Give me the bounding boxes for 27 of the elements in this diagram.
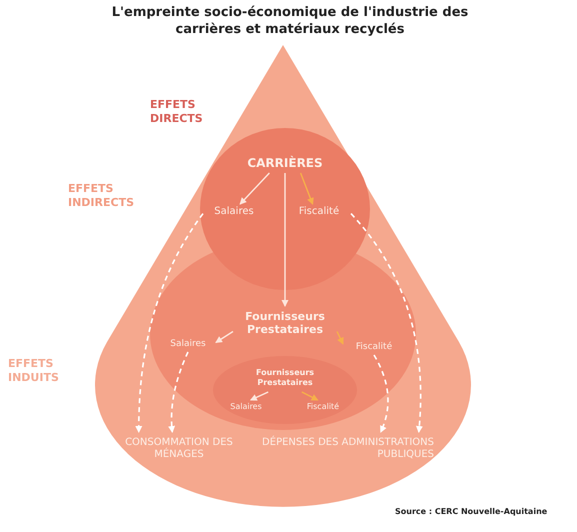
node-label: Fournisseurs Prestataires (243, 364, 327, 392)
node-label: Salaires (160, 336, 216, 352)
arrow (215, 330, 234, 343)
arrow (350, 213, 423, 433)
source-note: Source : CERC Nouvelle-Aquitaine (395, 507, 548, 518)
node-label: DÉPENSES DES ADMINISTRATIONS PUBLIQUES (244, 432, 434, 466)
node-label: Salaires (203, 204, 265, 220)
node-label: Fiscalité (296, 400, 350, 414)
arrow (336, 331, 344, 345)
arrow (240, 172, 270, 205)
node-label: CONSOMMATION DES MÉNAGES (112, 432, 246, 466)
diagram-title: L'empreinte socio-économique de l'industrie des carrières et matériaux recyclés (110, 4, 470, 38)
effect-label: EFFETS INDUITS (8, 357, 60, 386)
effect-label: EFFETS DIRECTS (150, 98, 204, 127)
effect-label: EFFETS INDIRECTS (68, 182, 136, 211)
arrow (168, 352, 189, 433)
arrow (373, 354, 389, 433)
arrow (282, 173, 288, 307)
arrow (300, 172, 314, 205)
node-label: Fiscalité (287, 204, 351, 220)
node-label: Salaires (222, 400, 270, 414)
arrow (135, 213, 204, 433)
node-label: CARRIÈRES (233, 153, 337, 173)
node-label: Fiscalité (343, 339, 405, 355)
node-label: Fournisseurs Prestataires (233, 306, 337, 340)
arrow (301, 391, 318, 401)
arrow (250, 391, 268, 401)
